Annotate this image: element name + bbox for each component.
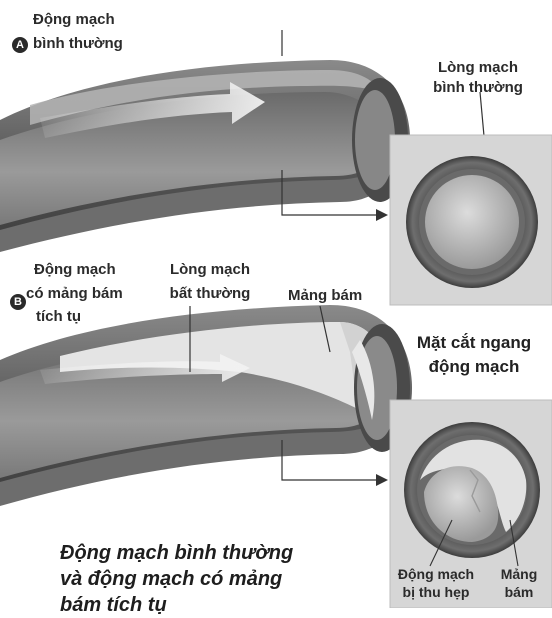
panel-a-title-line1: Động mạch [33, 10, 115, 29]
panel-b-title-line3: tích tụ [36, 307, 81, 326]
narrowed-artery-label-line1: Động mạch [388, 566, 484, 583]
panel-b-lumen-label-line1: Lòng mạch [150, 260, 270, 279]
cross-section-label-line2: động mạch [404, 355, 544, 378]
panel-b-plaque-label: Mảng bám [288, 286, 362, 305]
normal-cross-section-inset [390, 135, 552, 305]
panel-a-badge: A [12, 37, 28, 53]
caption-line1: Động mạch bình thường [60, 540, 360, 566]
plaque-inset-label-line1: Mảng [494, 566, 544, 583]
plaque-artery [0, 305, 412, 506]
plaque-inset-label-line2: bám [494, 584, 544, 601]
panel-a-lumen-label-line1: Lòng mạch [418, 58, 538, 77]
panel-a-lumen-label-line2: bình thường [418, 78, 538, 97]
narrowed-artery-label-line2: bị thu hẹp [388, 584, 484, 601]
panel-a-title-line2: bình thường [33, 34, 123, 53]
caption-line3: bám tích tụ [60, 592, 360, 618]
caption-line2: và động mạch có mảng [60, 566, 360, 592]
figure-caption: Động mạch bình thường và động mạch có mả… [60, 540, 360, 618]
cross-section-label-line1: Mặt cắt ngang [404, 331, 544, 354]
panel-b-title-line1: Động mạch [34, 260, 116, 279]
panel-b-badge: B [10, 294, 26, 310]
panel-b-lumen-label-line2: bất thường [150, 284, 270, 303]
panel-b-title-line2: có mảng bám [26, 284, 123, 303]
